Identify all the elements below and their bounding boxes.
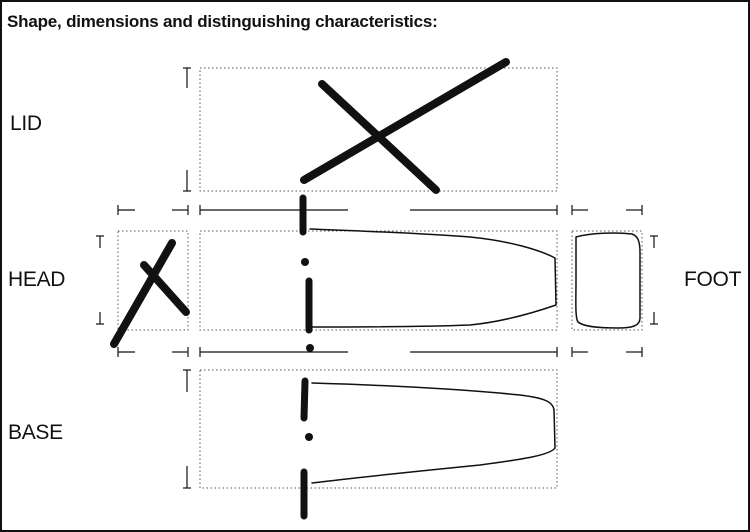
base-box xyxy=(199,369,558,489)
form-header: Shape, dimensions and distinguishing cha… xyxy=(7,12,438,31)
foot-box xyxy=(571,230,643,331)
foot-width-bracket-top xyxy=(571,205,643,215)
foot-label: FOOT xyxy=(684,268,742,291)
foot-width-bracket-bottom xyxy=(571,347,643,357)
lid-box xyxy=(199,67,558,192)
lid-height-bracket xyxy=(183,67,191,192)
lid-label: LID xyxy=(10,112,42,135)
base-label: BASE xyxy=(8,421,63,444)
foot-profile-outline xyxy=(575,232,641,329)
head-height-bracket xyxy=(96,235,104,325)
head-width-bracket-top xyxy=(117,205,189,215)
side-box xyxy=(199,230,558,331)
base-profile-outline xyxy=(311,382,556,484)
head-label: HEAD xyxy=(8,268,66,291)
head-width-bracket-bottom xyxy=(117,347,189,357)
side-profile-outline xyxy=(309,228,557,328)
head-cross-out xyxy=(110,239,190,348)
base-height-bracket xyxy=(183,369,191,489)
foot-height-bracket xyxy=(650,235,658,325)
dash-dot-break-line xyxy=(299,194,314,520)
side-length-bracket-bottom xyxy=(199,347,558,357)
head-box xyxy=(117,230,189,331)
side-length-bracket-top xyxy=(199,205,558,215)
lid-cross-out xyxy=(300,58,510,194)
